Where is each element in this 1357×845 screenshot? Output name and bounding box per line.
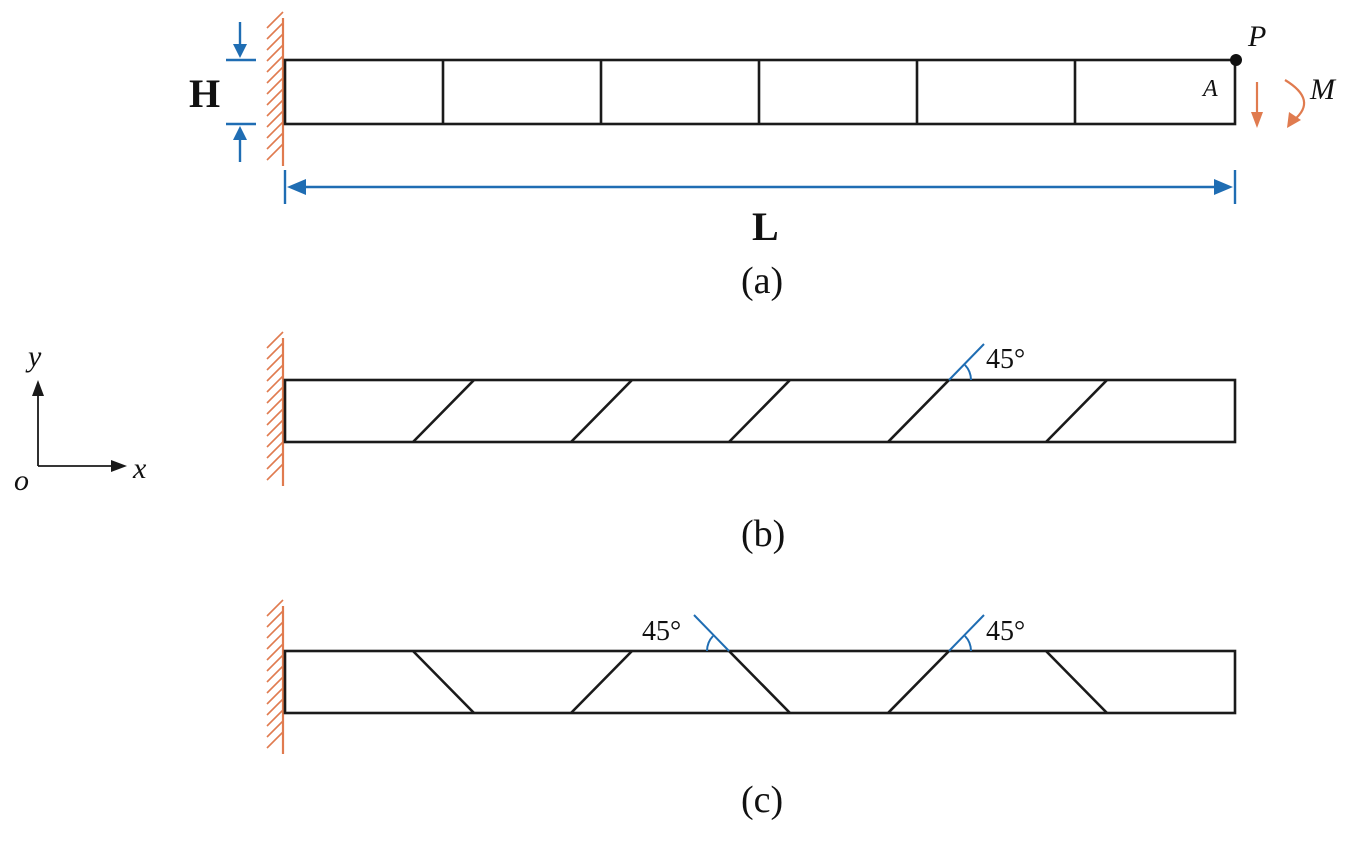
- force-arrow: [1251, 82, 1263, 128]
- support-hatch-line: [266, 132, 284, 150]
- fixed-support-c: [266, 599, 285, 754]
- support-hatch-line: [266, 397, 284, 415]
- moment-label: M: [1309, 73, 1337, 106]
- length-label: L: [752, 204, 779, 249]
- height-dimension: [226, 22, 256, 162]
- support-hatch-line: [266, 720, 284, 738]
- beam-b: [283, 378, 1237, 444]
- support-hatch-line: [266, 353, 284, 371]
- panel-a: H L A P M (a): [189, 11, 1337, 302]
- panel-b: 45° (b): [266, 331, 1237, 555]
- angle-indicator-c-left: [693, 614, 730, 652]
- support-hatch-line: [266, 709, 284, 727]
- support-hatch-line: [266, 55, 284, 73]
- support-hatch-line: [266, 419, 284, 437]
- support-hatch-line: [266, 331, 284, 349]
- support-hatch-line: [266, 610, 284, 628]
- vertical-webs-a: [441, 60, 1077, 124]
- caption-c: (c): [741, 779, 783, 821]
- support-hatch-line: [266, 143, 284, 161]
- support-hatch-line: [266, 599, 284, 617]
- beam-c: [283, 649, 1237, 715]
- caption-a: (a): [741, 260, 783, 302]
- support-hatch-line: [266, 88, 284, 106]
- height-label: H: [189, 71, 220, 116]
- support-hatch-line: [266, 632, 284, 650]
- support-hatch-line: [266, 665, 284, 683]
- support-hatch-line: [266, 375, 284, 393]
- angle-label-c-right: 45°: [986, 616, 1025, 647]
- support-hatch-line: [266, 698, 284, 716]
- origin-label: o: [14, 464, 29, 497]
- support-hatch-line: [266, 430, 284, 448]
- support-hatch-line: [266, 22, 284, 40]
- support-hatch-line: [266, 11, 284, 29]
- diagonal-webs-b: [412, 379, 1108, 443]
- moment-arrow: [1284, 79, 1306, 128]
- angle-label-b: 45°: [986, 344, 1025, 375]
- support-hatch-line: [266, 66, 284, 84]
- support-hatch-line: [266, 342, 284, 360]
- support-hatch-line: [266, 77, 284, 95]
- support-hatch-line: [266, 364, 284, 382]
- angle-indicator-c-right: [948, 614, 985, 652]
- support-hatch-line: [266, 643, 284, 661]
- support-hatch-line: [266, 99, 284, 117]
- support-hatch-line: [266, 621, 284, 639]
- support-hatch-line: [266, 44, 284, 62]
- fixed-support-a: [266, 11, 285, 166]
- support-hatch-line: [266, 676, 284, 694]
- support-hatch-line: [266, 731, 284, 749]
- angle-label-c-left: 45°: [642, 616, 681, 647]
- angle-indicator-b: [948, 343, 985, 381]
- support-hatch-line: [266, 441, 284, 459]
- caption-b: (b): [741, 513, 785, 555]
- diagonal-webs-c: [412, 650, 1108, 714]
- support-hatch-line: [266, 687, 284, 705]
- force-label: P: [1247, 20, 1266, 53]
- load-point-dot: [1230, 54, 1242, 66]
- support-hatch-line: [266, 386, 284, 404]
- point-label: A: [1201, 76, 1218, 102]
- x-axis-label: x: [132, 452, 147, 485]
- support-hatch-line: [266, 110, 284, 128]
- support-hatch-line: [266, 463, 284, 481]
- support-hatch-line: [266, 654, 284, 672]
- panel-c: 45° 45° (c): [266, 599, 1237, 821]
- support-hatch-line: [266, 452, 284, 470]
- y-axis-label: y: [25, 340, 42, 373]
- support-hatch-line: [266, 408, 284, 426]
- coordinate-axes: [32, 380, 127, 472]
- support-hatch-line: [266, 33, 284, 51]
- fixed-support-b: [266, 331, 285, 486]
- support-hatch-line: [266, 121, 284, 139]
- length-dimension: [283, 170, 1237, 204]
